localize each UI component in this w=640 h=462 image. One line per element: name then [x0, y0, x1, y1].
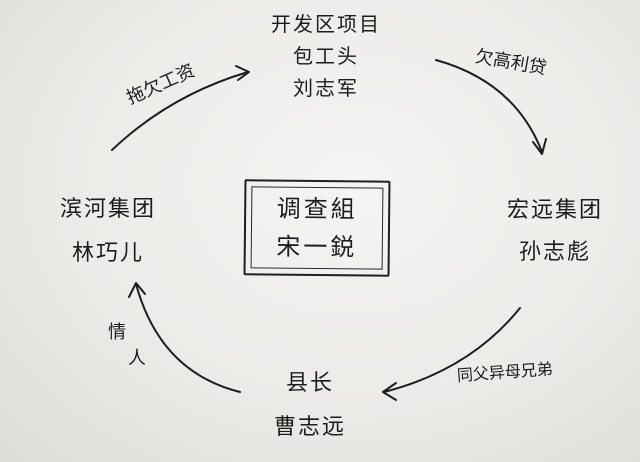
node-bottom: 县长 曹志远	[250, 362, 370, 450]
node-bottom-line1: 县长	[285, 371, 334, 396]
node-left-line1: 滨河集团	[59, 197, 156, 222]
node-right-line1: 宏远集团	[506, 198, 603, 223]
arrow-top-to-right	[435, 59, 543, 153]
label-bottom-to-left-2: 人	[128, 348, 146, 369]
node-top-line1: 开发区项目	[271, 12, 381, 36]
arrowhead-left-to-top	[235, 65, 250, 81]
node-left: 滨河集团 林巧儿	[38, 188, 178, 276]
arrow-right-to-bottom	[383, 307, 521, 393]
node-top-line2: 包工头	[293, 44, 359, 68]
center-line1: 调查組	[276, 194, 358, 224]
center-text: 调查組 宋一鋭	[246, 189, 389, 266]
arrowhead-bottom-to-left	[128, 282, 146, 298]
arrowhead-right-to-bottom	[382, 382, 397, 401]
node-top: 开发区项目 包工头 刘志军	[256, 8, 396, 104]
center-line2: 宋一鋭	[276, 232, 358, 262]
center-box: 调查組 宋一鋭	[243, 179, 391, 277]
arrowhead-top-to-right	[532, 138, 547, 155]
arrow-bottom-to-left	[135, 283, 241, 393]
label-bottom-to-left-1: 情	[108, 322, 126, 343]
node-bottom-line2: 曹志远	[273, 415, 346, 440]
node-top-line3: 刘志军	[293, 76, 359, 100]
node-left-line2: 林巧儿	[71, 241, 144, 266]
node-right-line2: 孙志彪	[518, 240, 591, 265]
arrow-left-to-top	[111, 71, 249, 151]
node-right: 宏远集团 孙志彪	[480, 190, 630, 274]
